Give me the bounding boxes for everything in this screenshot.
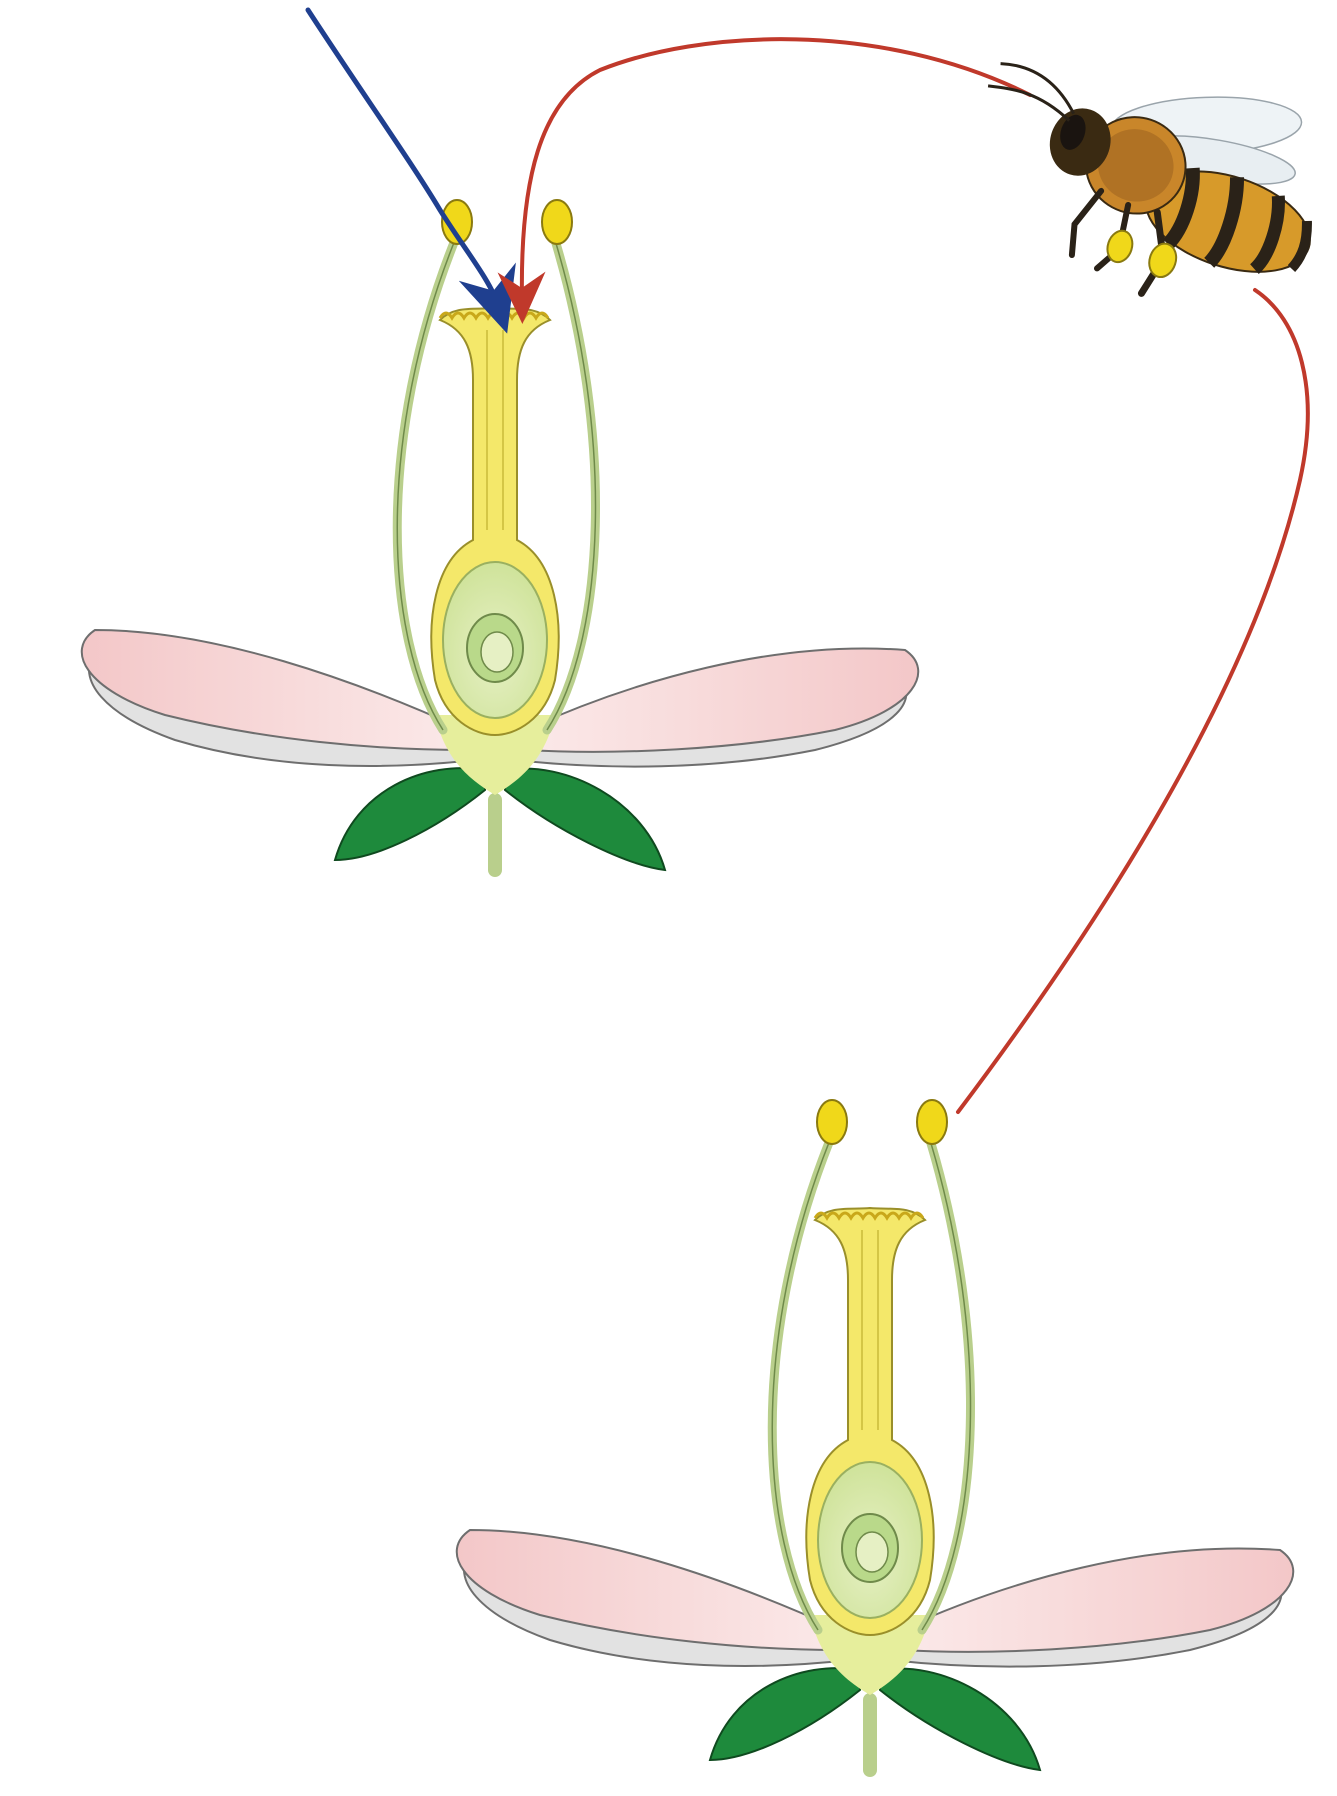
pollination-diagram <box>0 0 1337 1796</box>
background <box>0 0 1337 1796</box>
